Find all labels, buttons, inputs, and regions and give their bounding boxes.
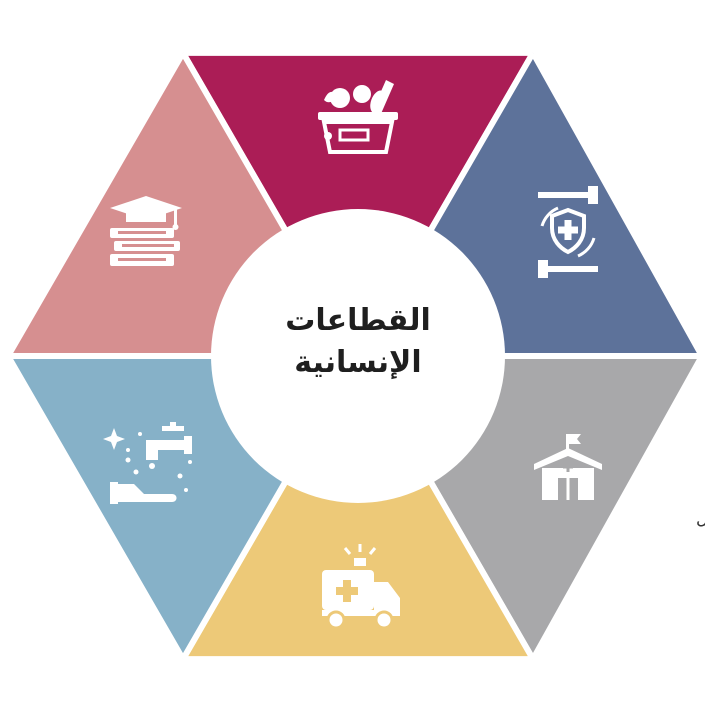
center-circle bbox=[211, 209, 505, 503]
books-graduation-cap-icon bbox=[110, 196, 182, 266]
water-tap-handwash-icon bbox=[103, 422, 192, 504]
center-title: القطاعات الإنسانية bbox=[223, 300, 493, 384]
shelter-tent-icon bbox=[534, 434, 602, 500]
ambulance-icon bbox=[322, 544, 400, 628]
center-title-line1: القطاعات bbox=[285, 303, 431, 338]
center-title-line2: الإنسانية bbox=[294, 345, 422, 380]
healthcare-hands-icon bbox=[538, 186, 598, 278]
food-basket-icon bbox=[318, 80, 398, 152]
cropped-label-fragment: ال bbox=[696, 509, 705, 529]
